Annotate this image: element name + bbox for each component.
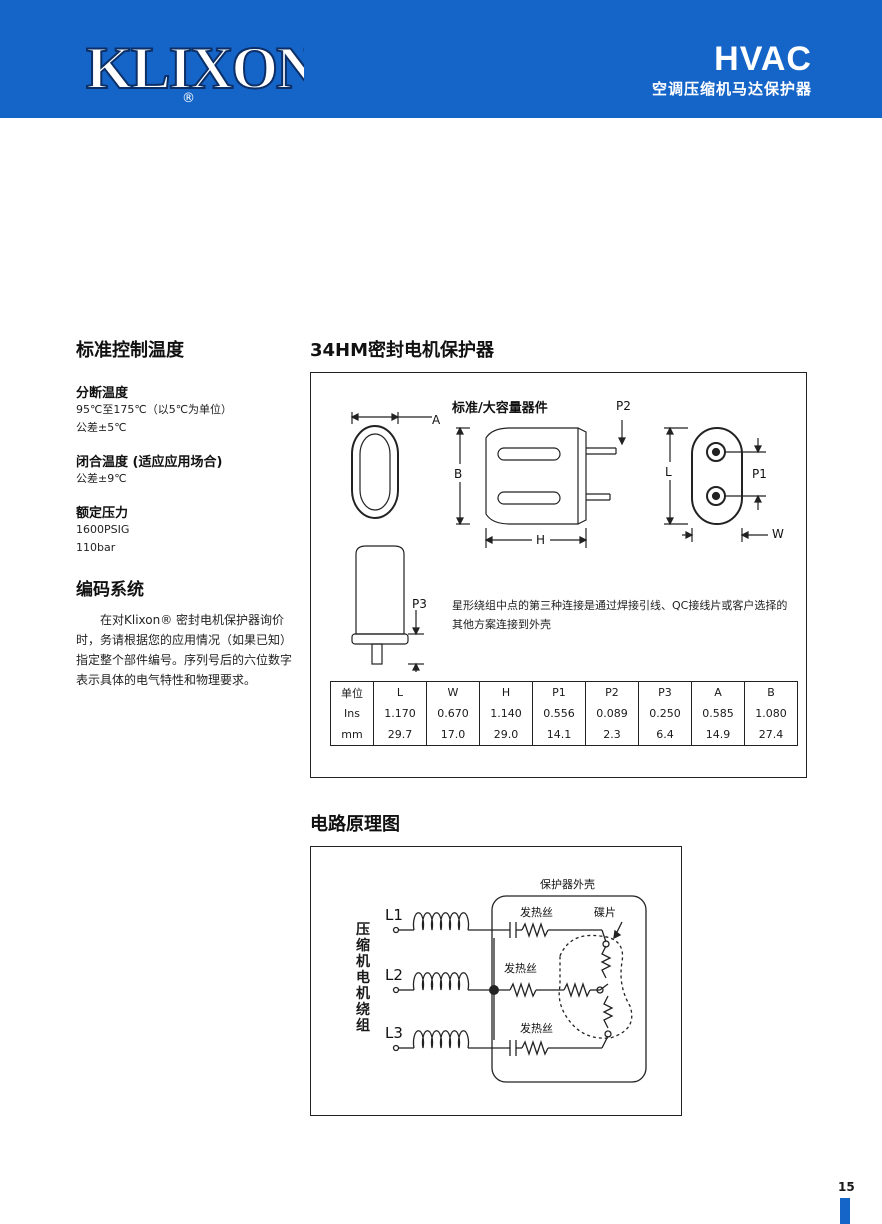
table-cell: 1.080	[744, 703, 798, 724]
table-cell: 2.3	[585, 724, 639, 746]
page-header: KLIXON ® HVAC 空调压缩机马达保护器	[0, 0, 882, 118]
left-column: 标准控制温度 分断温度 95℃至175℃（以5℃为单位） 公差±5℃ 闭合温度 …	[76, 336, 296, 690]
table-cell: L	[373, 681, 427, 703]
dim-label-b: B	[454, 467, 462, 481]
circuit-box	[310, 846, 682, 1116]
dim-label-a: A	[432, 413, 441, 427]
table-cell: mm	[330, 724, 374, 746]
logo-text: KLIXON	[86, 35, 304, 101]
heater3-label: 发热丝	[520, 1021, 553, 1035]
page-number: 15	[838, 1180, 855, 1194]
table-cell: A	[691, 681, 745, 703]
dim-label-l: L	[665, 465, 672, 479]
close-title: 闭合温度 (适应应用场合)	[76, 455, 223, 470]
winding-label: 压 缩 机 电 机 绕 组	[356, 922, 370, 1034]
table-cell: 单位	[330, 681, 374, 703]
table-cell: P1	[532, 681, 586, 703]
break-title: 分断温度	[76, 386, 129, 401]
table-cell: W	[426, 681, 480, 703]
klixon-logo: KLIXON ®	[85, 34, 304, 104]
table-header-row: 单位 L W H P1 P2 P3 A B	[330, 681, 798, 703]
connection-note: 星形绕组中点的第三种连接是通过焊接引线、QC接线片或客户选择的其他方案连接到外壳	[452, 599, 788, 631]
table-cell: 0.670	[426, 703, 480, 724]
table-row: mm 29.7 17.0 29.0 14.1 2.3 6.4 14.9 27.4	[330, 724, 798, 746]
table-cell: 27.4	[744, 724, 798, 746]
table-cell: 29.7	[373, 724, 427, 746]
table-cell: 17.0	[426, 724, 480, 746]
table-cell: B	[744, 681, 798, 703]
page-tab-marker	[840, 1198, 850, 1224]
table-cell: 1.170	[373, 703, 427, 724]
break-tolerance: 公差±5℃	[76, 421, 127, 434]
table-cell: 6.4	[638, 724, 692, 746]
circuit-title: 电路原理图	[310, 814, 400, 835]
part-label: 标准/大容量器件	[451, 400, 548, 416]
product-title: 34HM密封电机保护器	[310, 340, 495, 361]
pressure-bar: 110bar	[76, 541, 116, 554]
shell-label: 保护器外壳	[540, 877, 595, 891]
table-cell: Ins	[330, 703, 374, 724]
dim-label-p3: P3	[412, 597, 427, 611]
registered-mark: ®	[182, 91, 195, 104]
pressure-psig: 1600PSIG	[76, 523, 130, 536]
dim-label-h: H	[536, 533, 545, 547]
table-cell: 1.140	[479, 703, 533, 724]
coding-title: 编码系统	[76, 580, 144, 600]
dim-label-w: W	[772, 527, 784, 541]
l2-label: L2	[385, 966, 403, 984]
coding-paragraph: 在对Klixon® 密封电机保护器询价时，务请根据您的应用情况（如果已知）指定整…	[76, 613, 293, 687]
dim-label-p2: P2	[616, 399, 631, 413]
temp-title: 标准控制温度	[76, 340, 184, 361]
l3-label: L3	[385, 1024, 403, 1042]
table-cell: 14.9	[691, 724, 745, 746]
circuit-diagram: L1 L2 L3 保护器外壳 发热丝 发热丝 发热丝 碟片	[385, 877, 647, 1083]
table-cell: 0.585	[691, 703, 745, 724]
spec-table: 单位 L W H P1 P2 P3 A B Ins 1.170 0.670 1.…	[330, 681, 798, 746]
close-tolerance: 公差±9℃	[76, 472, 127, 485]
junction-node	[489, 985, 499, 995]
break-range: 95℃至175℃（以5℃为单位）	[76, 403, 233, 416]
pressure-title: 额定压力	[76, 506, 129, 521]
disc-label: 碟片	[594, 906, 616, 919]
heater1-label: 发热丝	[520, 905, 553, 919]
table-cell: 0.089	[585, 703, 639, 724]
dim-label-p1: P1	[752, 467, 767, 481]
header-title: HVAC	[714, 40, 812, 78]
table-cell: 29.0	[479, 724, 533, 746]
header-subtitle: 空调压缩机马达保护器	[651, 80, 812, 98]
heater2-label: 发热丝	[504, 961, 537, 975]
table-cell: 0.250	[638, 703, 692, 724]
product-drawing: A B H P2 L P1 W P3 标准/大容量器件	[350, 399, 784, 672]
l1-label: L1	[385, 906, 403, 924]
table-cell: P2	[585, 681, 639, 703]
table-cell: P3	[638, 681, 692, 703]
table-cell: H	[479, 681, 533, 703]
table-cell: 14.1	[532, 724, 586, 746]
table-cell: 0.556	[532, 703, 586, 724]
table-row: Ins 1.170 0.670 1.140 0.556 0.089 0.250 …	[330, 703, 798, 724]
product-box	[310, 372, 807, 778]
